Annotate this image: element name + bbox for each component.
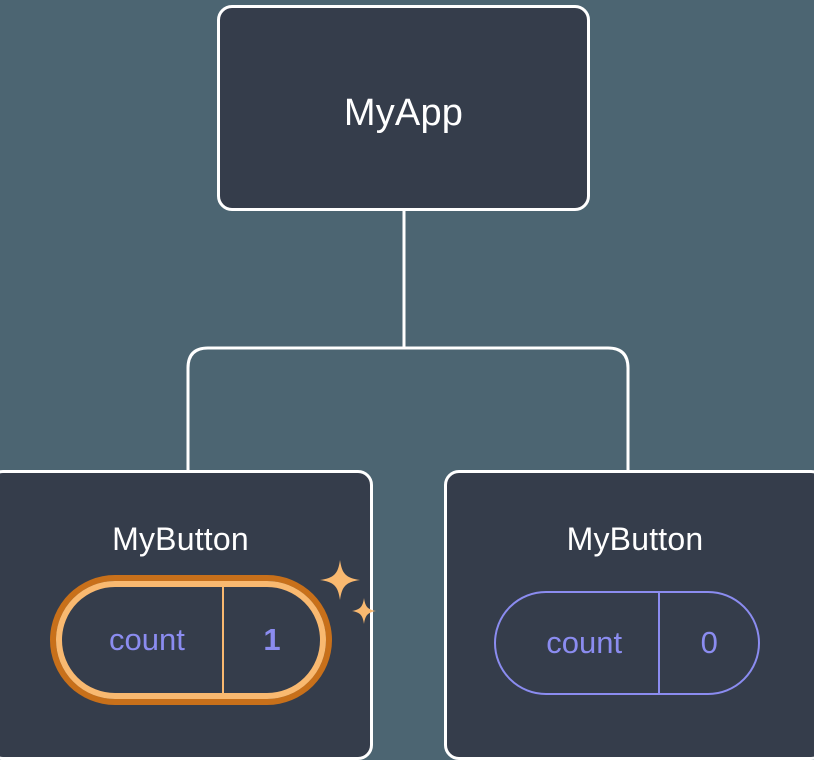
node-mybutton-right-title: MyButton [566,521,704,557]
state-pill-count-left[interactable]: count 1 [56,581,326,699]
state-pill-left-name: count [109,622,185,657]
node-myapp-title: MyApp [343,92,464,134]
state-pill-count-right[interactable]: count 0 [494,591,760,695]
node-mybutton-left-title: MyButton [112,521,249,557]
state-pill-right-value: 0 [658,593,758,693]
diagram-canvas: MyApp MyButton count 1 MyButton count 0 [0,5,814,760]
edge-branch-bar [186,346,630,472]
node-myapp[interactable]: MyApp [217,5,590,211]
state-pill-left-value: 1 [221,587,320,693]
state-pill-right-name: count [546,625,623,660]
